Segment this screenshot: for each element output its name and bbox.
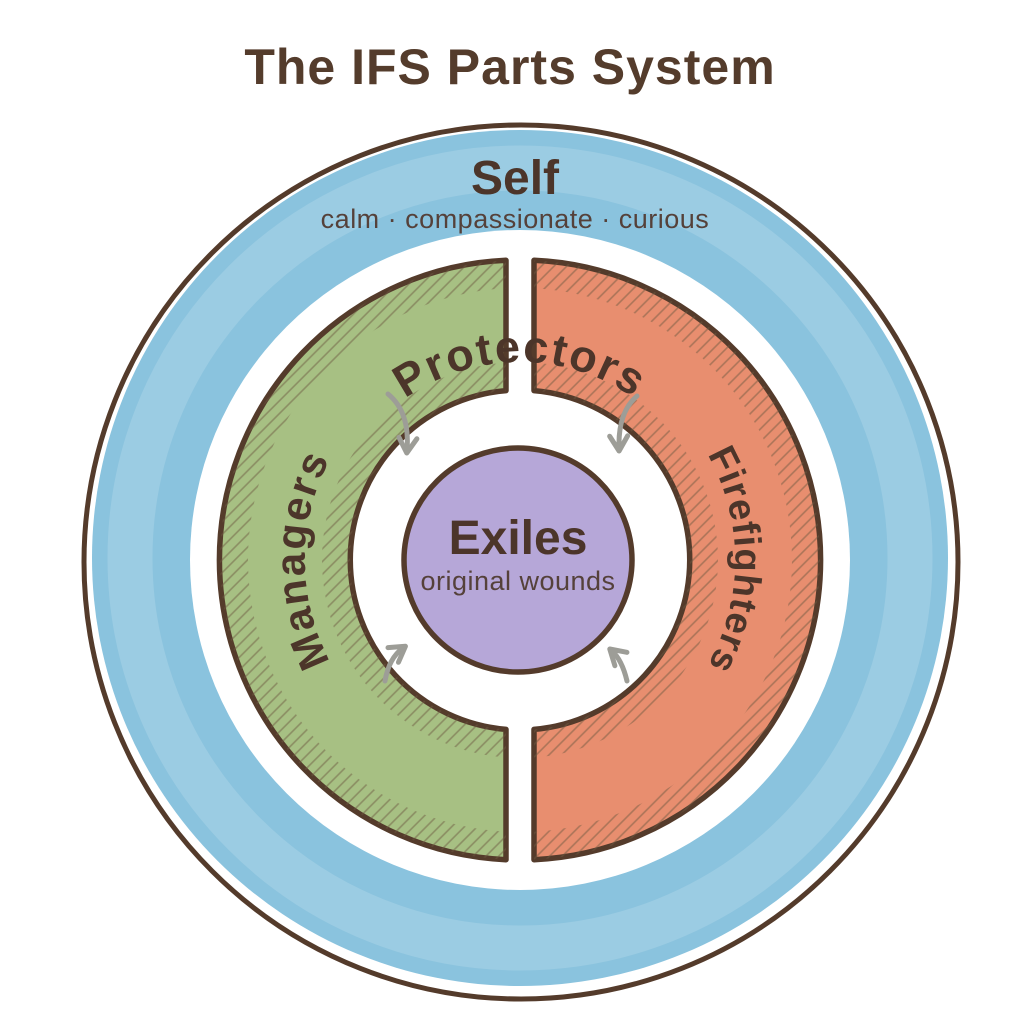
firefighters-hatch-texture: [534, 260, 820, 860]
inward-arrow-top-right-icon: [607, 393, 640, 454]
managers-hatch-texture: [220, 260, 507, 860]
exiles-subtitle: original wounds: [420, 566, 615, 596]
exiles-label: Exiles: [449, 512, 588, 565]
self-traits-label: calm · compassionate · curious: [321, 204, 710, 234]
self-ring-highlight: [107, 145, 933, 971]
inward-arrow-top-left-icon: [385, 391, 420, 456]
page-title: The IFS Parts System: [244, 39, 775, 95]
inward-arrow-bottom-left-icon: [382, 643, 408, 684]
self-label: Self: [471, 152, 560, 205]
inward-arrow-bottom-right-icon: [607, 646, 630, 684]
outer-outline-circle: [81, 122, 961, 1002]
exiles-circle: [401, 445, 635, 675]
